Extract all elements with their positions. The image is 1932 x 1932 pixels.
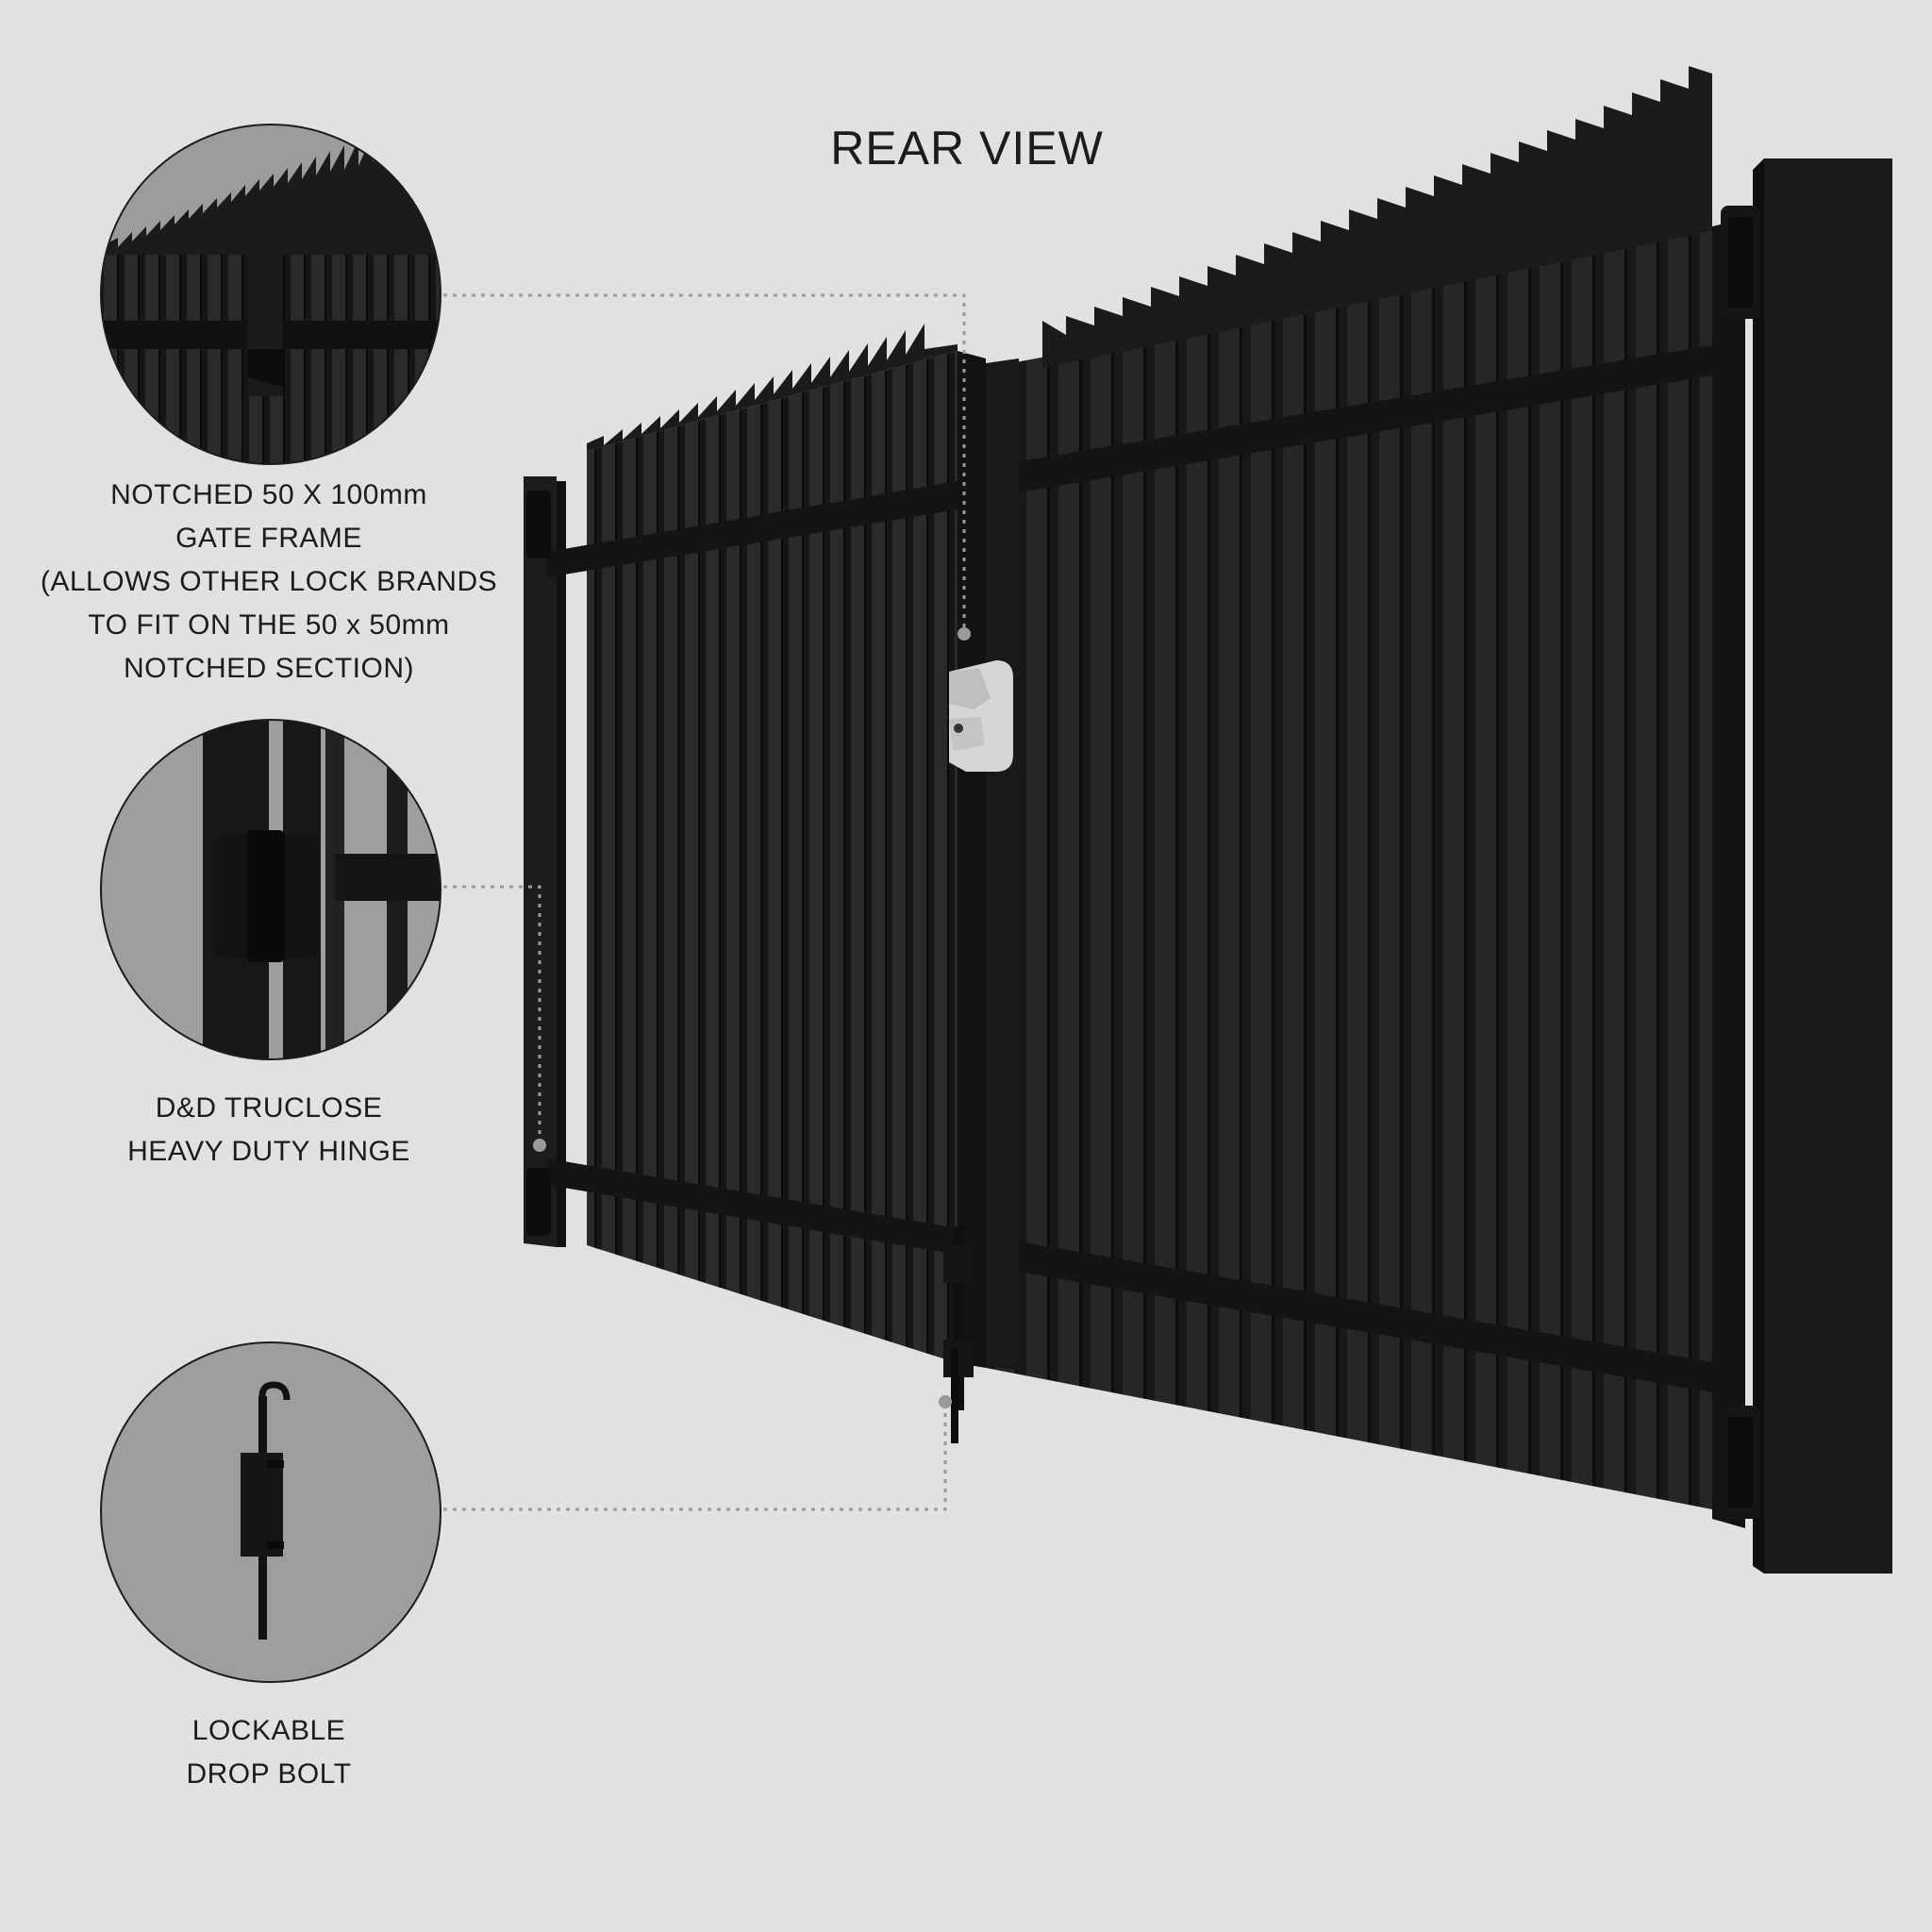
caption-line: TO FIT ON THE 50 x 50mm [88,609,450,641]
caption-line: HEAVY DUTY HINGE [127,1136,410,1167]
leader-line-frame [443,293,966,632]
caption-line: D&D TRUCLOSE [155,1092,383,1124]
leader-line-bolt [443,1404,947,1511]
gate-latch [949,660,1013,772]
drop-bolt [943,1226,974,1443]
caption-line: DROP BOLT [186,1758,352,1790]
leader-dot-hinge [533,1139,546,1152]
leader-lines [443,293,966,1511]
callout-hinge-caption: D&D TRUCLOSE HEAVY DUTY HINGE [24,1087,514,1174]
right-leaf-serrations [1042,66,1712,368]
caption-line: LOCKABLE [192,1715,346,1746]
leader-dot-bolt [939,1395,952,1408]
caption-line: GATE FRAME [175,523,362,554]
lower-post-hinge [1721,1406,1760,1519]
detail-drop-bolt [100,1341,441,1683]
caption-line: (ALLOWS OTHER LOCK BRANDS [40,566,498,597]
gate [524,66,1892,1574]
lower-left-hinge [526,1168,551,1236]
caption-line: NOTCHED SECTION) [124,653,414,684]
callout-drop-bolt-caption: LOCKABLE DROP BOLT [24,1709,514,1796]
caption-line: NOTCHED 50 X 100mm [110,479,427,510]
upper-post-hinge [1721,206,1760,319]
leader-dot-frame [958,627,971,641]
leader-line-hinge [443,885,541,1143]
upper-left-hinge [526,491,551,558]
page-title: REAR VIEW [830,122,1104,175]
detail-hinge [100,719,441,1060]
detail-notched-frame [100,124,441,465]
callout-notched-frame-caption: NOTCHED 50 X 100mm GATE FRAME (ALLOWS OT… [24,474,514,691]
left-leaf-slats [587,351,958,1363]
right-leaf-slats [986,231,1712,1509]
left-leaf-serrations [587,324,958,451]
gate-post [1764,158,1892,1574]
